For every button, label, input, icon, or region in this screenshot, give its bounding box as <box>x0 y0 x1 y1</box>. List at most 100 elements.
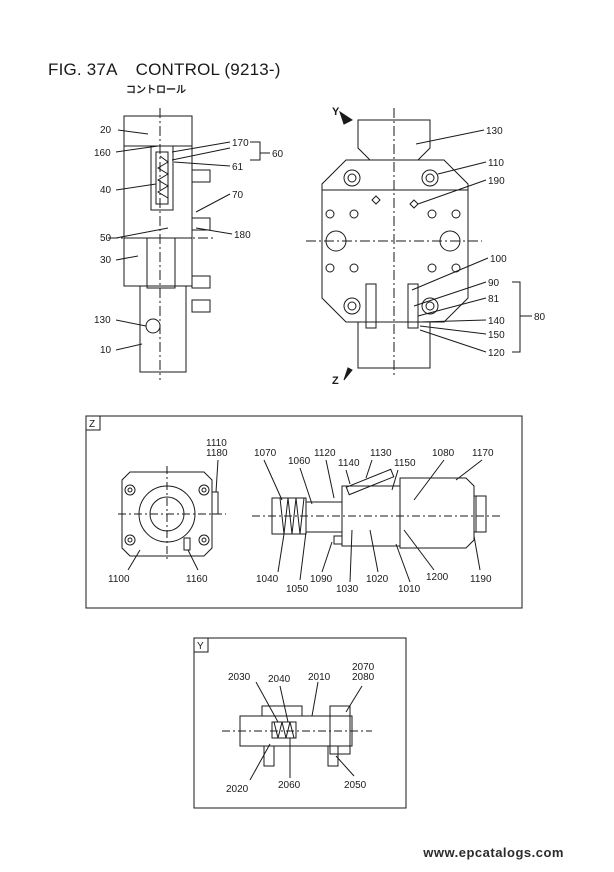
label-1140: 1140 <box>338 458 360 469</box>
label-1080: 1080 <box>432 448 455 459</box>
valve-slot-right <box>407 283 419 329</box>
spool-inner <box>155 151 169 205</box>
label-180: 180 <box>234 230 251 241</box>
stud-right <box>327 745 339 767</box>
label-10: 10 <box>100 345 112 356</box>
label-1190: 1190 <box>470 574 492 585</box>
body-30 <box>123 237 193 287</box>
inner-cylinder <box>146 237 176 289</box>
label-120: 120 <box>488 348 505 359</box>
label-1020: 1020 <box>366 574 389 585</box>
figure-subtitle-jp: コントロール <box>126 85 186 96</box>
label-dir-y: Y <box>332 106 340 118</box>
label-80: 80 <box>534 312 546 323</box>
label-130: 130 <box>94 315 111 326</box>
knob-1190 <box>473 495 487 533</box>
label-1070: 1070 <box>254 448 277 459</box>
label-60: 60 <box>272 149 284 160</box>
spring <box>157 155 169 199</box>
label-dir-z: Z <box>332 375 339 387</box>
fitting-mid <box>191 217 211 231</box>
top-lip <box>261 705 303 717</box>
label-1120: 1120 <box>314 448 336 459</box>
label-2030: 2030 <box>228 672 251 683</box>
label-1170: 1170 <box>472 448 494 459</box>
label-30: 30 <box>100 255 112 266</box>
motor-1170 <box>399 477 475 549</box>
label-50: 50 <box>100 233 112 244</box>
flange-1100 <box>121 471 213 557</box>
label-190: 190 <box>488 176 505 187</box>
bolt-tr <box>421 169 439 187</box>
tab-1110 <box>211 491 219 515</box>
view-y-tag <box>193 637 209 653</box>
view-y-labels: Y 2030 2040 2010 2070 2080 2020 2060 205… <box>197 641 375 795</box>
pin-1160 <box>183 537 191 551</box>
figure-name: CONTROL (9213-) <box>135 60 281 79</box>
part-1090 <box>333 535 343 545</box>
bolt-br <box>421 297 439 315</box>
label-1130: 1130 <box>370 448 392 459</box>
label-20: 20 <box>100 125 112 136</box>
body-1020 <box>305 501 343 533</box>
label-2080: 2080 <box>352 672 375 683</box>
label-2020: 2020 <box>226 784 249 795</box>
label-1030: 1030 <box>336 584 359 595</box>
label-130-top: 130 <box>486 126 503 137</box>
label-150: 150 <box>488 330 505 341</box>
top-view <box>306 108 532 381</box>
view-z-tag <box>85 415 101 431</box>
view-z-box <box>85 415 523 609</box>
label-1050: 1050 <box>286 584 309 595</box>
spool <box>150 145 174 211</box>
side-view-labels: 20 160 170 60 61 40 70 50 180 30 130 10 <box>94 125 284 356</box>
view-y-frame <box>193 637 407 809</box>
view-y-box <box>193 637 407 809</box>
figure-title: FIG. 37A CONTROL (9213-) <box>48 60 281 80</box>
label-1160: 1160 <box>186 574 208 585</box>
side-view <box>108 108 270 380</box>
view-z-frame <box>85 415 523 609</box>
view-z-label: Z <box>89 419 95 430</box>
label-1110: 1110 <box>206 438 227 449</box>
label-160: 160 <box>94 148 111 159</box>
label-90: 90 <box>488 278 500 289</box>
label-40: 40 <box>100 185 112 196</box>
label-1040: 1040 <box>256 574 279 585</box>
watermark: www.epcatalogs.com <box>423 845 564 860</box>
label-1150: 1150 <box>394 458 416 469</box>
fitting-low1 <box>191 275 211 289</box>
label-2060: 2060 <box>278 780 301 791</box>
main-body <box>321 159 469 323</box>
label-70: 70 <box>232 190 244 201</box>
body-10 <box>139 285 187 373</box>
spool-2040 <box>271 721 297 739</box>
label-1200: 1200 <box>426 572 449 583</box>
label-140: 140 <box>488 316 505 327</box>
bolt-tl <box>343 169 361 187</box>
fitting-upper <box>191 169 211 183</box>
label-1060: 1060 <box>288 456 311 467</box>
view-y-label: Y <box>197 641 204 652</box>
label-110: 110 <box>488 158 504 169</box>
end-cap-2070 <box>329 705 351 755</box>
label-1100: 1100 <box>108 574 130 585</box>
label-1090: 1090 <box>310 574 333 585</box>
label-1180: 1180 <box>206 448 228 459</box>
arrow-y <box>339 110 353 125</box>
top-view-labels: Y Z 130 110 190 100 90 81 140 150 120 80 <box>332 106 546 387</box>
lever-1140 <box>345 468 395 496</box>
fitting-low2 <box>191 299 211 313</box>
view-z-labels: Z 1110 1180 1070 1060 1120 1130 1140 115… <box>89 419 494 595</box>
ball-130 <box>145 318 161 334</box>
label-2040: 2040 <box>268 674 291 685</box>
valve-slot-left <box>365 283 377 329</box>
label-81: 81 <box>488 294 500 305</box>
bolt-bl <box>343 297 361 315</box>
label-100: 100 <box>490 254 507 265</box>
label-61: 61 <box>232 162 244 173</box>
figure-number: FIG. 37A <box>48 60 118 79</box>
label-2050: 2050 <box>344 780 367 791</box>
body-20 <box>123 115 193 147</box>
